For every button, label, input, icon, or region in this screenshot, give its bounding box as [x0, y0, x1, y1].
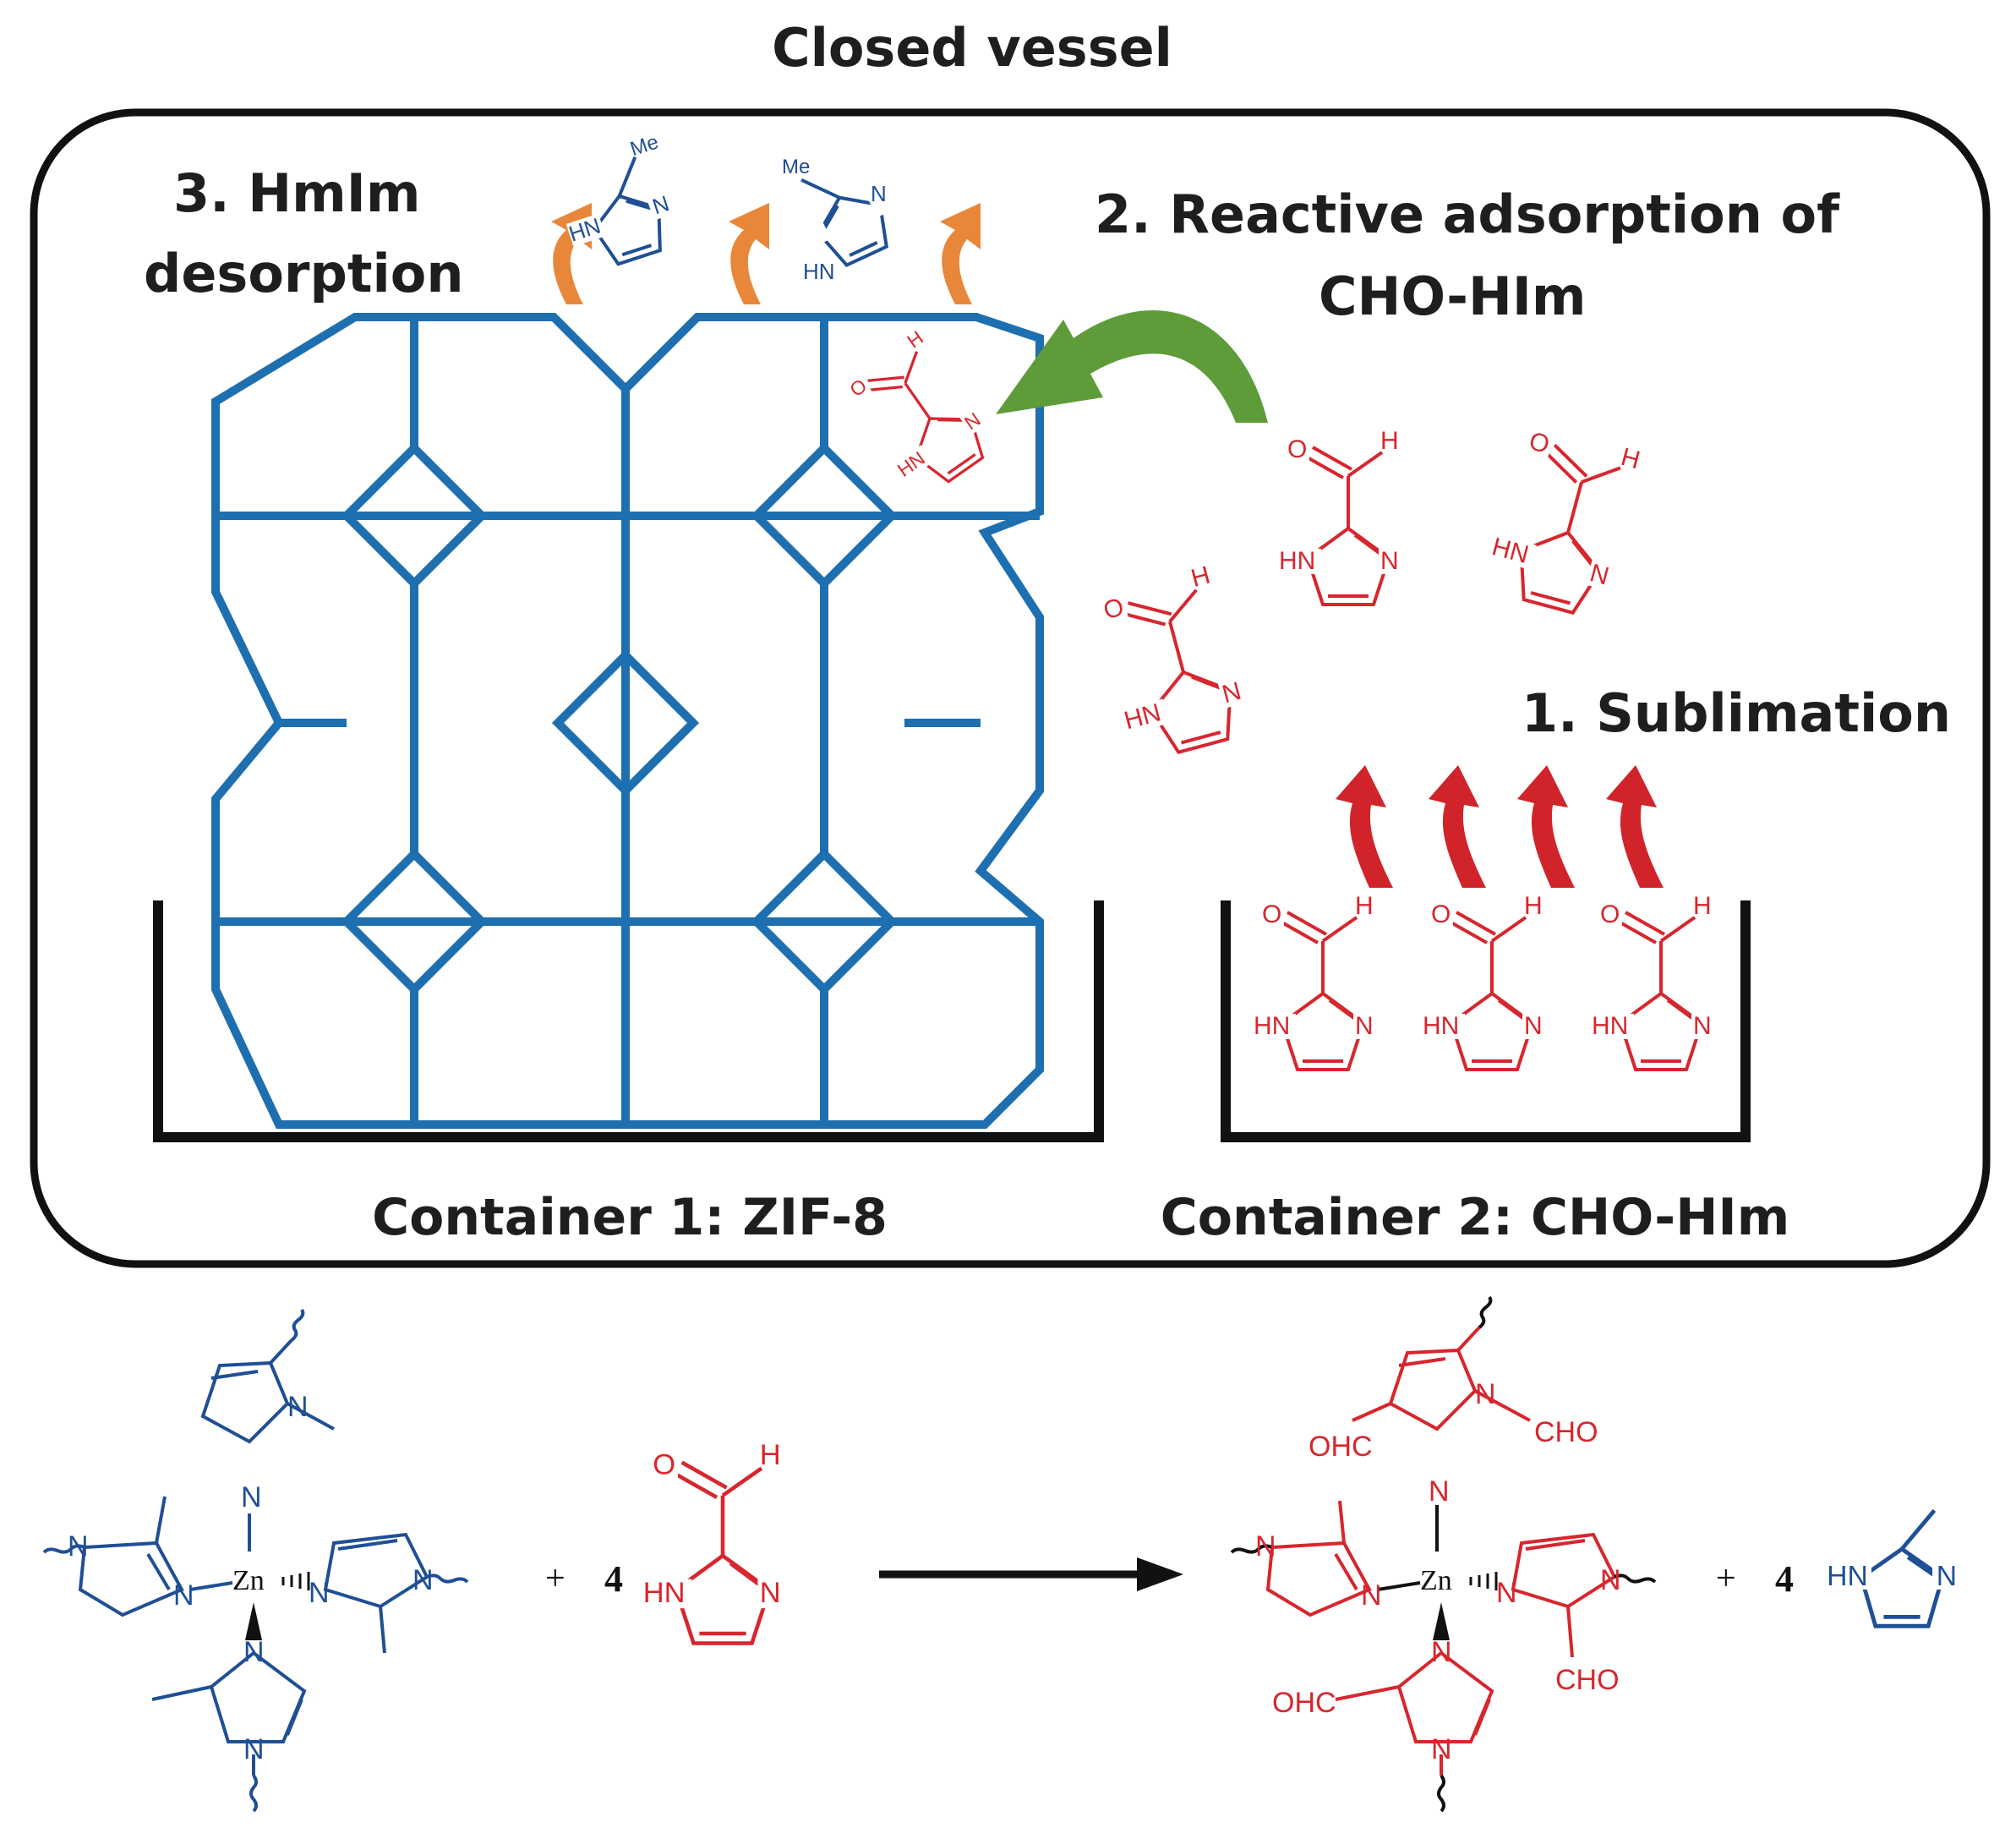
desorbing-hmim-1: HN N Me — [551, 130, 686, 277]
atom-label: H — [1355, 892, 1374, 920]
zif8-framework — [211, 313, 1044, 1129]
atom-label: HN — [1279, 547, 1315, 575]
atom-label: O — [653, 1448, 675, 1480]
atom-label: HN — [643, 1577, 686, 1609]
step2-label: 2. Reactive adsorption of CHO-HIm — [1095, 183, 1858, 327]
orange-desorption-arrows — [551, 203, 981, 304]
gas-cho-him-3: HN N O H — [1090, 561, 1258, 766]
coefficient-reactant: 4 — [604, 1558, 623, 1600]
step1-label: 1. Sublimation — [1522, 682, 1951, 744]
atom-label: Me — [627, 130, 661, 161]
container2-cho-him-2: HN N O H — [1421, 892, 1548, 1071]
atom-label: HN — [803, 259, 835, 284]
atom-label: O — [845, 375, 871, 402]
product-zn-cho-im4 — [1230, 1295, 1657, 1813]
atom-label: H — [1188, 561, 1213, 593]
atom-label: N — [68, 1530, 89, 1563]
atom-label: O — [1600, 900, 1620, 928]
reactant-zn-mim4 — [42, 1308, 469, 1813]
atom-label: H — [1380, 427, 1399, 455]
reactant-cho-him: HN N O H — [643, 1439, 785, 1644]
product-atom-labels: N N OHC CHO Zn N N N N N OHC CHO N — [1255, 1378, 1621, 1765]
container-2 — [1221, 900, 1751, 1142]
atom-label: N — [1937, 1561, 1957, 1592]
container-1-label: Container 1: ZIF-8 — [372, 1188, 888, 1247]
gas-cho-him-1: HN N O H — [1277, 427, 1404, 606]
atom-label: N — [243, 1733, 265, 1765]
atom-label: Zn — [232, 1565, 265, 1596]
container2-cho-him-1: HN N O H — [1252, 892, 1379, 1071]
atom-label: N — [871, 181, 887, 206]
atom-label: N — [1355, 1012, 1374, 1040]
atom-label: HN — [1121, 698, 1163, 735]
step3-line2: desorption — [144, 243, 464, 304]
atom-label: OHC — [1308, 1431, 1373, 1463]
title-closed-vessel: Closed vessel — [772, 17, 1172, 79]
wedge-bond — [245, 1602, 262, 1640]
atom-label: N — [1496, 1577, 1517, 1609]
container-1 — [153, 900, 1104, 1142]
plus-sign-1: + — [545, 1559, 565, 1598]
atom-label: H — [1524, 892, 1543, 920]
atom-label: H — [760, 1439, 781, 1471]
atom-label: HN — [1827, 1561, 1868, 1592]
reaction-arrow — [879, 1557, 1183, 1591]
atom-label: N — [1431, 1733, 1452, 1765]
atom-label: HN — [1423, 1012, 1459, 1040]
atom-label: N — [1255, 1530, 1276, 1563]
atom-label: N — [760, 1577, 781, 1609]
atom-label: H — [1618, 443, 1642, 474]
adsorbed-cho-him: HN N O H — [839, 326, 1003, 504]
step3-label: 3. HmIm desorption — [144, 162, 464, 304]
atom-label: O — [1287, 435, 1307, 463]
atom-label: N — [309, 1577, 330, 1609]
step2-line1: 2. Reactive adsorption of — [1095, 183, 1840, 245]
atom-label: H — [903, 326, 926, 353]
closed-vessel-outline — [30, 108, 1991, 1268]
atom-label: N — [960, 408, 984, 435]
atom-label: N — [1600, 1564, 1621, 1596]
atom-label: HN — [1489, 533, 1532, 569]
atom-label: N — [1693, 1012, 1712, 1040]
gas-cho-him-2: HN N O H — [1479, 424, 1646, 622]
hash-bond — [1469, 1572, 1498, 1590]
red-sublimation-arrows — [1336, 765, 1664, 888]
atom-label: O — [1262, 900, 1281, 928]
atom-label: N — [1431, 1636, 1452, 1668]
reactant-atom-labels: N N Zn N N N N N N — [68, 1391, 434, 1765]
atom-label: N — [243, 1636, 265, 1668]
atom-label: N — [287, 1391, 309, 1423]
hash-bond — [281, 1572, 310, 1590]
atom-label: Me — [782, 156, 810, 178]
atom-label: N — [173, 1579, 194, 1612]
step3-line1: 3. HmIm — [173, 162, 420, 224]
atom-label: HN — [1254, 1012, 1290, 1040]
atom-label: H — [1693, 892, 1712, 920]
atom-label: O — [1431, 900, 1451, 928]
atom-label: HN — [1592, 1012, 1628, 1040]
atom-label: Zn — [1420, 1565, 1452, 1596]
desorbing-hmim-2-labels: Me N HN — [782, 156, 887, 284]
container-2-label: Container 2: CHO-HIm — [1161, 1188, 1790, 1247]
atom-label: N — [412, 1564, 434, 1596]
atom-label: CHO — [1555, 1664, 1620, 1696]
atom-label: N — [1429, 1475, 1450, 1508]
atom-label: N — [1475, 1378, 1496, 1410]
atom-label: N — [241, 1481, 262, 1513]
atom-label: N — [1380, 547, 1399, 575]
atom-label: N — [1524, 1012, 1543, 1040]
atom-label: N — [1361, 1579, 1382, 1612]
green-adsorption-arrow — [996, 309, 1268, 423]
wedge-bond — [1433, 1602, 1450, 1640]
coefficient-product: 4 — [1775, 1558, 1794, 1600]
plus-sign-2: + — [1716, 1559, 1736, 1598]
product-hmim: HN N — [1827, 1510, 1959, 1626]
atom-label: OHC — [1272, 1687, 1336, 1719]
container2-cho-him-3: HN N O H — [1590, 892, 1717, 1071]
step2-line2: CHO-HIm — [1319, 265, 1587, 327]
atom-label: CHO — [1534, 1416, 1598, 1448]
